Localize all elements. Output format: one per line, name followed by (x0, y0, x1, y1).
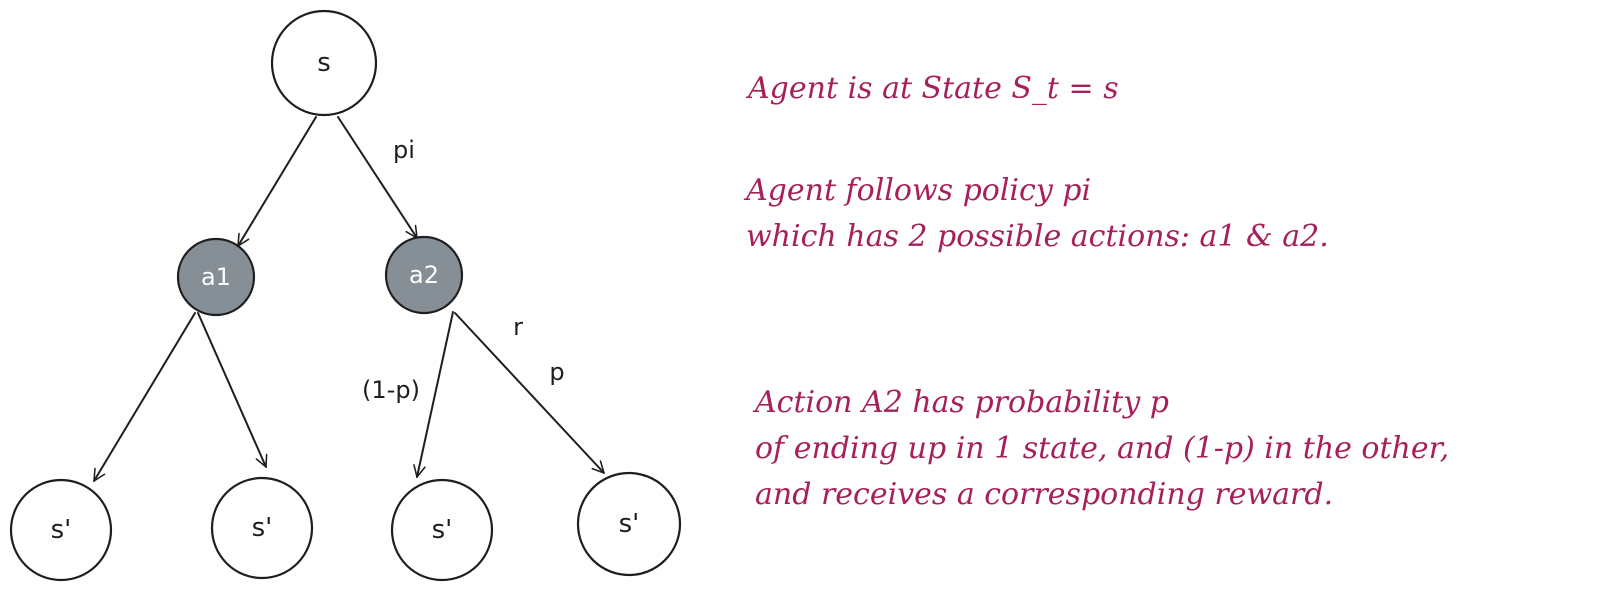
state-node-leaf-2: s' (210, 476, 314, 580)
state-node-root: s (270, 9, 378, 117)
action-node-a2-label: a2 (409, 261, 439, 289)
edge-label-1-minus-p: (1-p) (362, 376, 420, 404)
annotation-line: Action A2 has probability p (755, 385, 1169, 420)
edge-a2-to-leaf-3 (413, 311, 454, 478)
state-node-leaf-4: s' (576, 471, 682, 577)
action-node-a1: a1 (176, 237, 256, 317)
edge-label-p: p (549, 358, 564, 386)
state-node-leaf-1: s' (9, 478, 113, 582)
action-node-a1-label: a1 (201, 263, 231, 291)
edge-a1-to-leaf-1 (93, 312, 196, 482)
edge-label-r: r (513, 313, 523, 341)
annotation-line: of ending up in 1 state, and (1-p) in th… (755, 431, 1450, 466)
state-node-leaf-4-label: s' (619, 509, 640, 539)
annotation-line: and receives a corresponding reward. (755, 477, 1334, 512)
edge-label-pi: pi (393, 136, 415, 164)
state-node-root-label: s (317, 48, 331, 78)
state-node-leaf-3: s' (390, 478, 494, 582)
edge-s-to-a2 (337, 116, 418, 239)
annotation-agent-policy: Agent follows policy pi which has 2 poss… (746, 168, 1329, 260)
edge-s-to-a1 (237, 116, 317, 247)
annotation-agent-state: Agent is at State S_t = s (748, 66, 1119, 112)
state-node-leaf-1-label: s' (51, 515, 72, 545)
action-node-a2: a2 (384, 235, 464, 315)
annotation-line: Agent follows policy pi (746, 173, 1092, 208)
state-node-leaf-2-label: s' (252, 513, 273, 543)
edge-a1-to-leaf-2 (197, 312, 268, 468)
state-node-leaf-3-label: s' (432, 515, 453, 545)
annotation-line: which has 2 possible actions: a1 & a2. (746, 219, 1329, 254)
annotation-action-probability: Action A2 has probability p of ending up… (755, 380, 1449, 518)
edge-a2-to-leaf-4 (454, 312, 605, 474)
annotation-line: Agent is at State S_t = s (748, 71, 1119, 106)
